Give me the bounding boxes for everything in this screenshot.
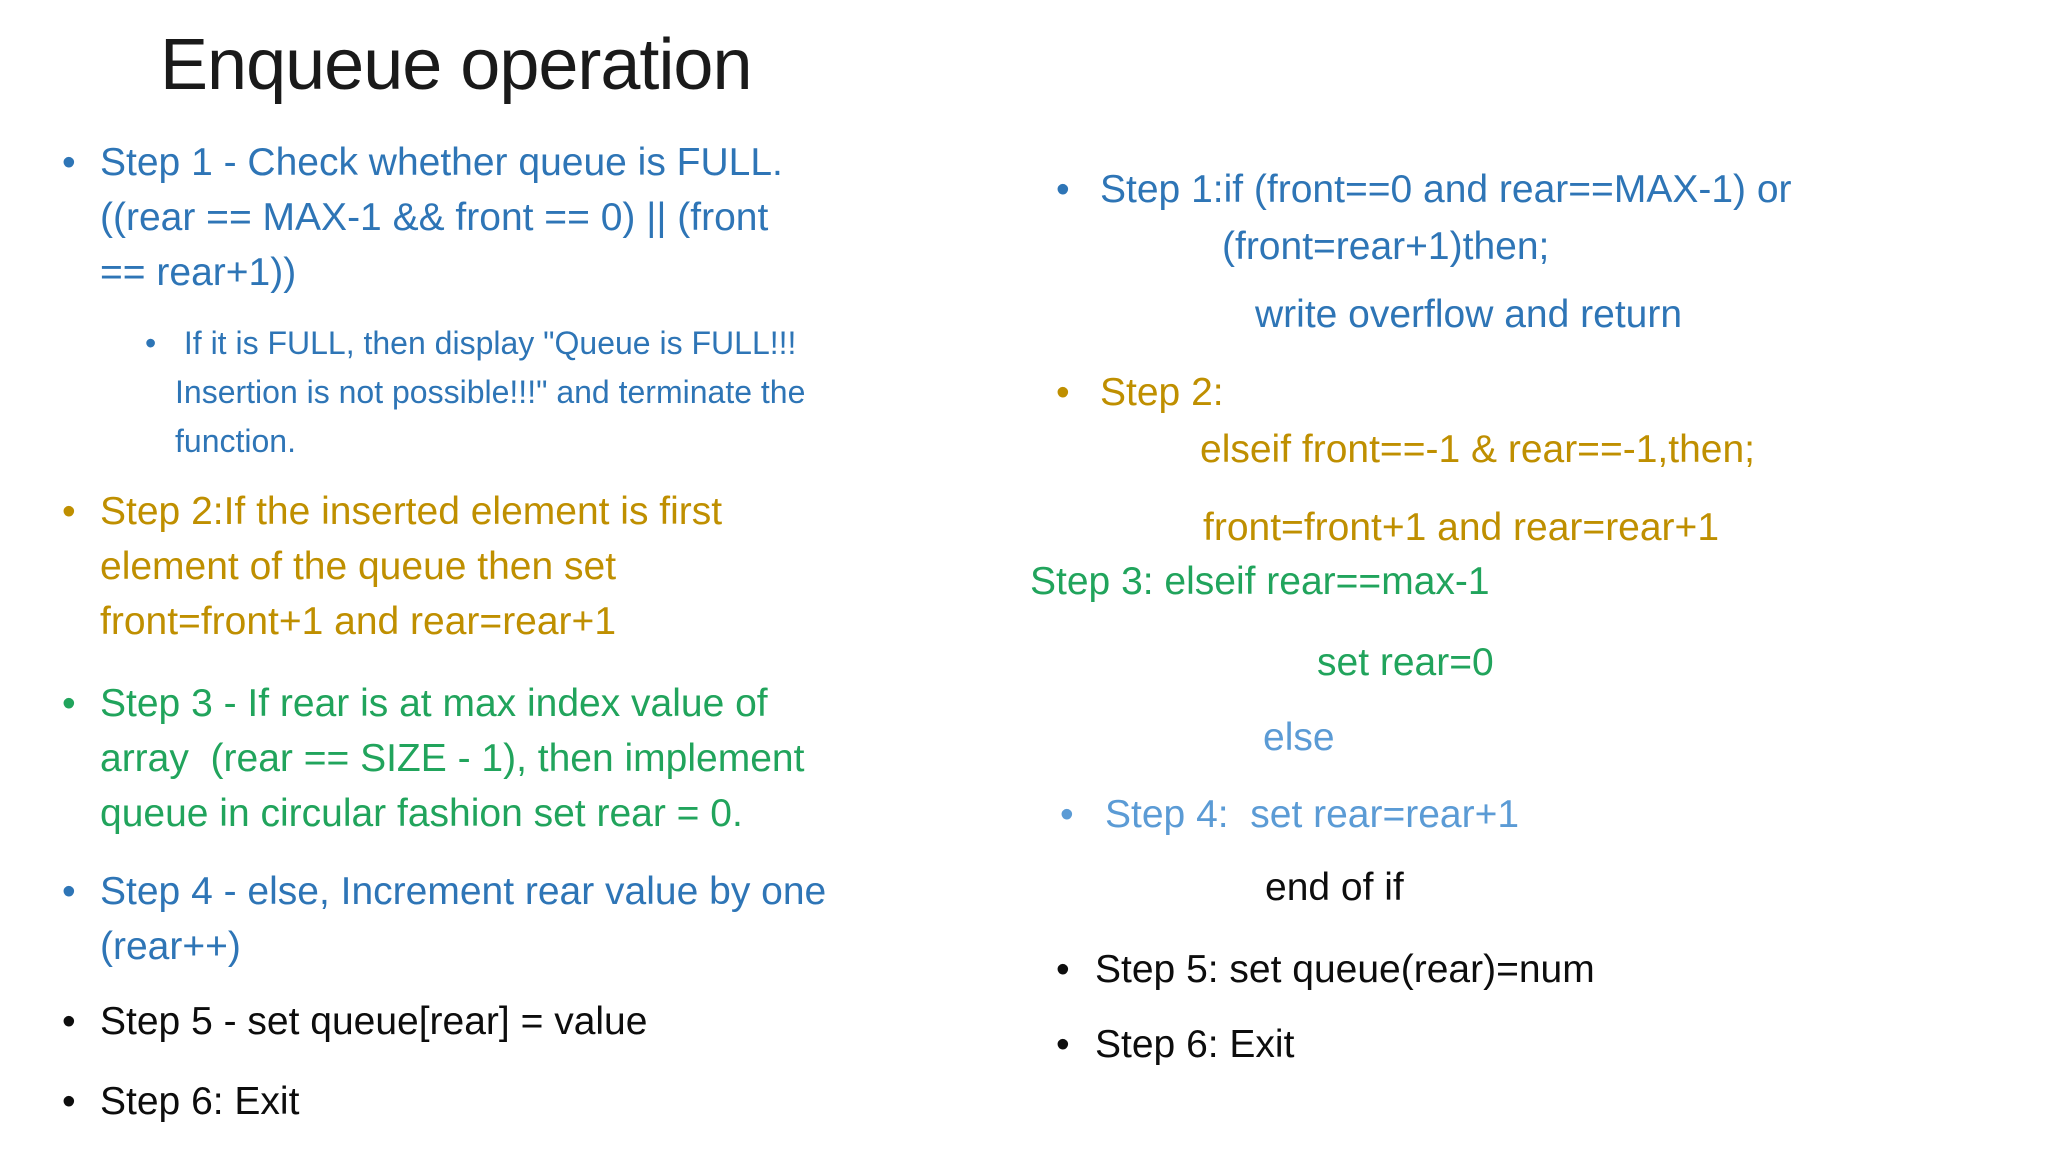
left-step-1-note-line-1: If it is FULL, then display "Queue is FU… <box>175 325 797 361</box>
right-step-2-line-3: front=front+1 and rear=rear+1 <box>1203 506 1720 549</box>
right-step-1-line-1: Step 1:if (front==0 and rear==MAX-1) or <box>1100 168 1792 211</box>
left-step-1-note-line-2: Insertion is not possible!!!" and termin… <box>175 374 806 410</box>
bullet-icon: • <box>1056 948 1070 991</box>
right-step-3-line-3: else <box>1263 716 1335 759</box>
left-step-4-line-1: Step 4 - else, Increment rear value by o… <box>100 870 827 913</box>
left-step-3: • Step 3 - If rear is at max index value… <box>62 676 1022 841</box>
bullet-icon: • <box>62 1000 76 1043</box>
bullet-icon: • <box>62 870 76 913</box>
left-step-4: • Step 4 - else, Increment rear value by… <box>62 864 1022 974</box>
left-step-3-line-3: queue in circular fashion set rear = 0. <box>100 792 743 835</box>
left-step-5: • Step 5 - set queue[rear] = value <box>62 994 1022 1049</box>
left-step-2-line-1: Step 2:If the inserted element is first <box>100 490 723 533</box>
left-step-2-line-2: element of the queue then set <box>100 545 617 588</box>
bullet-icon: • <box>62 490 76 533</box>
bullet-icon: • <box>62 682 76 725</box>
left-step-4-line-2: (rear++) <box>100 925 241 968</box>
right-step-4-line-2: end of if <box>1265 866 1404 909</box>
right-step-2-line-2: elseif front==-1 & rear==-1,then; <box>1200 428 1755 471</box>
left-step-5-line-1: Step 5 - set queue[rear] = value <box>100 1000 648 1043</box>
bullet-icon: • <box>1056 168 1070 211</box>
left-step-2: • Step 2:If the inserted element is firs… <box>62 484 1022 649</box>
left-step-1-note-line-3: function. <box>175 423 296 459</box>
right-step-6-line-1: Step 6: Exit <box>1095 1023 1295 1066</box>
left-step-1-note: • If it is FULL, then display "Queue is … <box>62 319 1022 466</box>
right-step-3-line-2: set rear=0 <box>1317 641 1494 684</box>
right-step-5-line-1: Step 5: set queue(rear)=num <box>1095 948 1595 991</box>
bullet-icon: • <box>1056 371 1070 414</box>
bullet-icon: • <box>1056 1023 1070 1066</box>
bullet-icon: • <box>145 325 157 361</box>
left-column: • Step 1 - Check whether queue is FULL. … <box>62 135 1022 1129</box>
right-step-2-line-1: Step 2: <box>1100 371 1224 414</box>
bullet-icon: • <box>62 141 76 184</box>
right-step-4-line-1: Step 4: set rear=rear+1 <box>1105 793 1520 836</box>
slide-title: Enqueue operation <box>160 25 753 105</box>
left-step-3-line-2: array (rear == SIZE - 1), then implement <box>100 737 805 780</box>
left-step-1-line-2: ((rear == MAX-1 && front == 0) || (front <box>100 196 769 239</box>
right-step-1-line-2: (front=rear+1)then; <box>1222 225 1550 268</box>
right-step-3-line-1: Step 3: elseif rear==max-1 <box>1030 560 1490 603</box>
left-step-3-line-1: Step 3 - If rear is at max index value o… <box>100 682 768 725</box>
left-step-1-line-1: Step 1 - Check whether queue is FULL. <box>100 141 783 184</box>
left-step-2-line-3: front=front+1 and rear=rear+1 <box>100 600 617 643</box>
bullet-icon: • <box>62 1080 76 1123</box>
left-step-1: • Step 1 - Check whether queue is FULL. … <box>62 135 1022 300</box>
left-step-6: • Step 6: Exit <box>62 1074 1022 1129</box>
left-step-6-line-1: Step 6: Exit <box>100 1080 300 1123</box>
right-step-1-line-3: write overflow and return <box>1255 293 1683 336</box>
bullet-icon: • <box>1060 793 1074 836</box>
left-step-1-line-3: == rear+1)) <box>100 251 297 294</box>
